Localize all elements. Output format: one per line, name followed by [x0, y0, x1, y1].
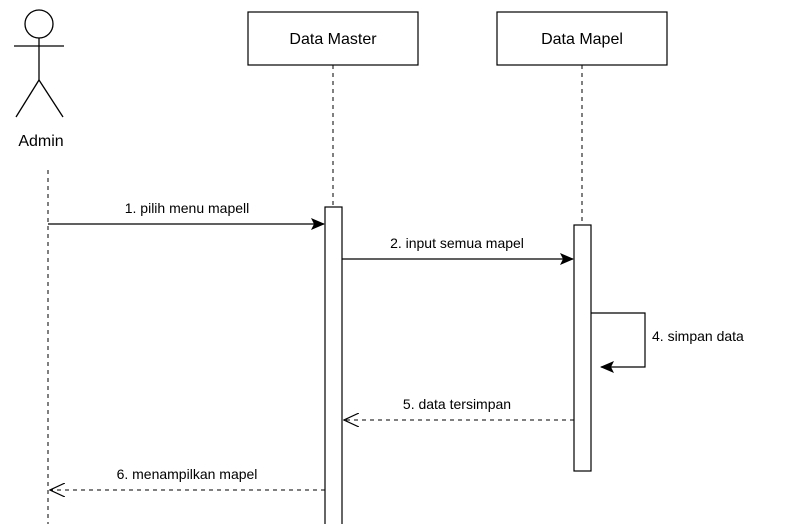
actor-right-leg — [38, 79, 64, 118]
message-4-self-call[interactable]: 4. simpan data — [591, 312, 744, 373]
message-6-label: 6. menampilkan mapel — [117, 466, 258, 482]
participant-data-master[interactable]: Data Master — [247, 11, 419, 66]
message-4-label: 4. simpan data — [652, 328, 744, 344]
actor-left-leg — [15, 79, 40, 118]
self-call-arrow — [591, 312, 646, 373]
participant-box — [247, 11, 419, 66]
participant-box — [496, 11, 668, 66]
message-1-label: 1. pilih menu mapell — [125, 200, 250, 216]
message-6-return[interactable]: 6. menampilkan mapel — [50, 466, 325, 490]
participant-data-mapel[interactable]: Data Mapel — [496, 11, 668, 66]
message-5-label: 5. data tersimpan — [403, 396, 511, 412]
activation-bar-data-master[interactable] — [324, 206, 343, 524]
actor-admin-label: Admin — [18, 133, 63, 150]
message-1[interactable]: 1. pilih menu mapell — [48, 200, 325, 230]
actor-admin[interactable]: Admin — [14, 9, 64, 150]
participant-data-mapel-label: Data Mapel — [541, 31, 623, 48]
message-5-return[interactable]: 5. data tersimpan — [344, 396, 574, 420]
activation-bar-data-mapel[interactable] — [573, 224, 592, 472]
actor-head — [24, 9, 54, 39]
message-2-label: 2. input semua mapel — [390, 235, 524, 251]
message-2[interactable]: 2. input semua mapel — [342, 235, 574, 265]
participant-data-master-label: Data Master — [289, 31, 377, 48]
